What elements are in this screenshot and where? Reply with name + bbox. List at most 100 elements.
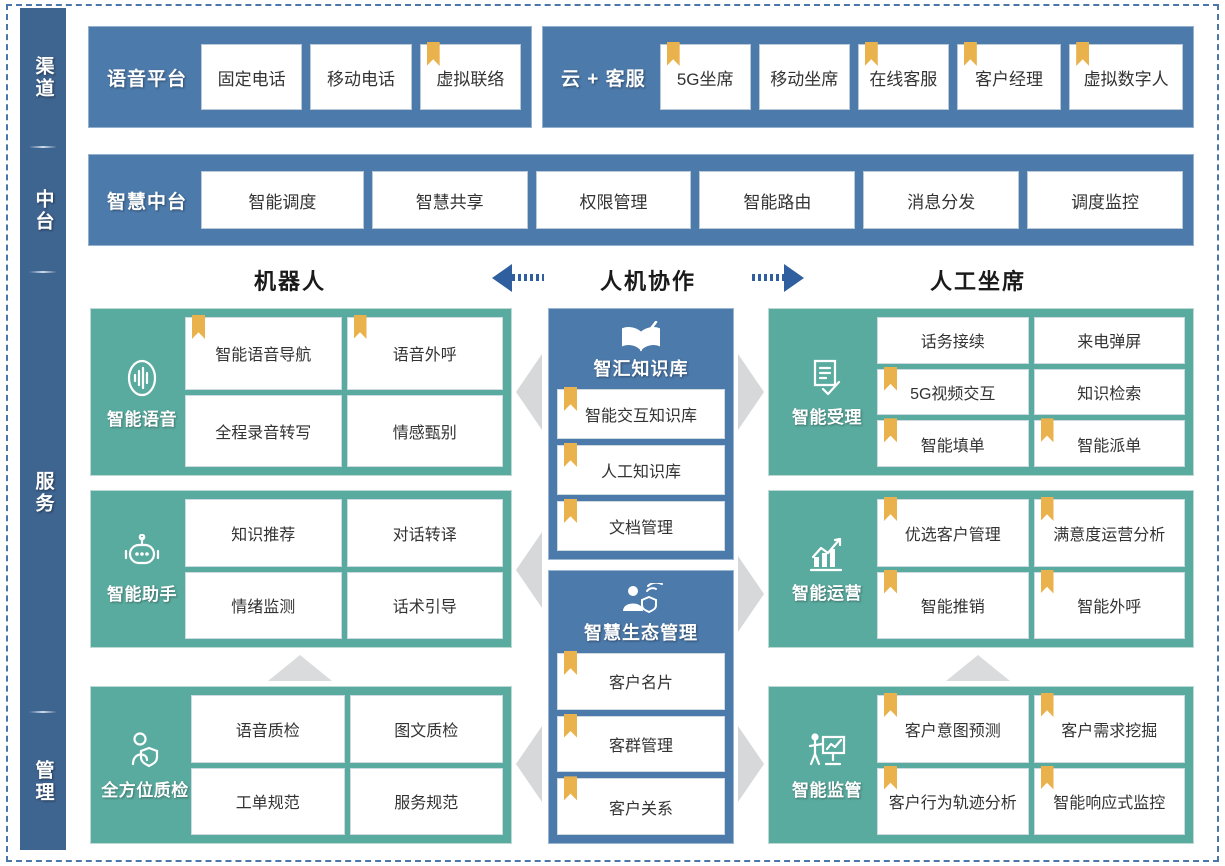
bookmark-icon [564,443,577,467]
panel-full-quality-grid: 语音质检 图文质检 工单规范 服务规范 [191,695,503,835]
channel-chip-online-service[interactable]: 在线客服 [857,42,949,110]
bookmark-icon [192,315,205,339]
connector-arrow-left-3 [516,726,542,802]
cell-voice-quality-check[interactable]: 语音质检 [191,695,345,763]
channel-chip-mobile-seat[interactable]: 移动坐席 [758,44,850,110]
cell-emotion-discrimination[interactable]: 情感甄别 [346,394,503,467]
connector-arrow-right-2 [738,556,764,632]
cell-incoming-call-popup[interactable]: 来电弹屏 [1033,317,1185,364]
cell-label: 语音质检 [235,722,300,740]
cell-satisfaction-operation-analysis[interactable]: 满意度运营分析 [1033,497,1185,567]
channel-chip-virtual-human[interactable]: 虚拟数字人 [1069,42,1183,110]
bookmark-icon [666,42,680,66]
cell-script-guidance[interactable]: 话术引导 [346,571,503,639]
cell-label: 智能响应式监控 [1053,795,1166,813]
cell-label: 工单规范 [235,795,300,813]
cell-document-management[interactable]: 文档管理 [557,499,725,551]
cell-voice-outbound[interactable]: 语音外呼 [346,315,503,390]
mp-chip-dispatch-monitor[interactable]: 调度监控 [1027,171,1183,229]
panel-smart-assistant-title: 智能助手 [107,584,177,604]
cell-smart-outbound-call[interactable]: 智能外呼 [1033,569,1185,639]
bar-chart-trend-icon [807,535,847,575]
panel-eco-management: 智慧生态管理 客户名片 客群管理 客户关系 [548,570,734,844]
panel-smart-acceptance: 智能受理 话务接续 来电弹屏 5G视频交互 知识检索 智能填单 智能派单 [768,308,1194,476]
channel-chip-mobile-phone[interactable]: 移动电话 [310,44,412,110]
channel-chip-virtual-contact[interactable]: 虚拟联络 [419,42,521,110]
connector-arrow-right-3 [738,726,764,802]
panel-smart-operation-grid: 优选客户管理 满意度运营分析 智能推销 智能外呼 [877,497,1185,639]
panel-eco-management-head: 智慧生态管理 [557,579,725,653]
cell-text-image-quality-check[interactable]: 图文质检 [349,695,503,763]
cell-knowledge-retrieval[interactable]: 知识检索 [1033,368,1185,416]
sidebar-item-service[interactable]: 服务 [20,273,66,713]
sidebar-item-channel[interactable]: 渠道 [20,8,66,148]
sidebar-item-middle-platform[interactable]: 中台 [20,148,66,273]
cell-full-recording-transcription[interactable]: 全程录音转写 [185,394,342,467]
cell-customer-behavior-track-analysis[interactable]: 客户行为轨迹分析 [877,765,1029,835]
channel-chip-fixed-phone[interactable]: 固定电话 [201,44,303,110]
cell-5g-video-interaction[interactable]: 5G视频交互 [877,366,1029,416]
document-check-icon [809,357,845,399]
panel-eco-management-title: 智慧生态管理 [584,623,698,643]
cell-smart-dispatch-order[interactable]: 智能派单 [1033,418,1185,467]
channel-chip-account-manager[interactable]: 客户经理 [956,42,1062,110]
connector-arrow-left-2 [516,532,542,608]
cell-call-handling[interactable]: 话务接续 [877,317,1029,364]
mp-chip-message-dist[interactable]: 消息分发 [863,171,1020,229]
cell-customer-demand-mining[interactable]: 客户需求挖掘 [1033,693,1185,763]
person-shield-icon [125,730,165,772]
bookmark-icon [864,42,878,66]
bookmark-icon [884,418,897,443]
chip-label: 虚拟联络 [436,69,505,89]
middle-platform-band: 智慧中台 智能调度 智慧共享 权限管理 智能路由 消息分发 调度监控 [88,154,1194,246]
cell-smart-form-filling[interactable]: 智能填单 [877,418,1029,467]
panel-full-quality-inspection: 全方位质检 语音质检 图文质检 工单规范 服务规范 [90,686,512,844]
channel-chip-5g-seat[interactable]: 5G坐席 [659,42,751,110]
cell-emotion-monitoring[interactable]: 情绪监测 [185,571,342,639]
mp-chip-permission-mgmt[interactable]: 权限管理 [535,171,692,229]
cell-dialogue-translation[interactable]: 对话转译 [346,499,503,567]
header-robot: 机器人 [254,269,327,294]
bookmark-icon [564,499,577,523]
bookmark-icon [564,651,577,675]
panel-smart-acceptance-head: 智能受理 [777,357,877,428]
cell-customer-group-management[interactable]: 客群管理 [557,713,725,773]
presenter-chart-icon [806,730,848,772]
panel-smart-voice-head: 智能语音 [99,355,185,430]
cell-smart-voice-navigation[interactable]: 智能语音导航 [185,315,342,390]
cell-smart-marketing[interactable]: 智能推销 [877,569,1029,639]
cell-customer-intent-prediction[interactable]: 客户意图预测 [877,693,1029,763]
panel-smart-operation: 智能运营 优选客户管理 满意度运营分析 智能推销 智能外呼 [768,490,1194,648]
cell-service-standard[interactable]: 服务规范 [349,767,503,835]
cell-manual-knowledge-base[interactable]: 人工知识库 [557,443,725,495]
bookmark-icon [1040,418,1054,443]
sidebar-label-management: 管理 [32,759,54,804]
cell-label: 满意度运营分析 [1053,526,1166,544]
bookmark-icon [1076,42,1090,66]
chip-label: 移动坐席 [770,69,839,89]
panel-smart-supervision-grid: 客户意图预测 客户需求挖掘 客户行为轨迹分析 智能响应式监控 [877,693,1185,835]
panel-knowledge-base: 智汇知识库 智能交互知识库 人工知识库 文档管理 [548,308,734,560]
diagram-frame [6,4,1219,862]
panel-smart-voice-grid: 智能语音导航 语音外呼 全程录音转写 情感甄别 [185,315,503,467]
mp-chip-smart-dispatch[interactable]: 智能调度 [201,171,364,229]
chip-label: 客户经理 [975,69,1043,89]
mp-chip-smart-routing[interactable]: 智能路由 [699,171,856,229]
chip-label: 智能调度 [248,192,317,212]
cell-work-order-standard[interactable]: 工单规范 [191,767,345,835]
mp-chip-smart-sharing[interactable]: 智慧共享 [371,171,528,229]
panel-eco-management-list: 客户名片 客群管理 客户关系 [557,651,725,836]
cell-customer-card[interactable]: 客户名片 [557,651,725,710]
cell-interactive-knowledge-base[interactable]: 智能交互知识库 [557,387,725,439]
bookmark-icon [564,387,577,411]
cell-customer-relationship[interactable]: 客户关系 [557,776,725,836]
panel-smart-operation-head: 智能运营 [777,535,877,604]
cell-preferred-customer-management[interactable]: 优选客户管理 [877,497,1029,567]
bookmark-icon [1040,765,1054,790]
panel-smart-operation-title: 智能运营 [792,583,862,603]
sidebar-item-management[interactable]: 管理 [20,713,66,850]
cell-knowledge-recommendation[interactable]: 知识推荐 [185,499,342,567]
cell-label: 话务接续 [920,334,985,352]
cell-label: 客群管理 [608,738,673,755]
cell-smart-responsive-monitoring[interactable]: 智能响应式监控 [1033,765,1185,835]
